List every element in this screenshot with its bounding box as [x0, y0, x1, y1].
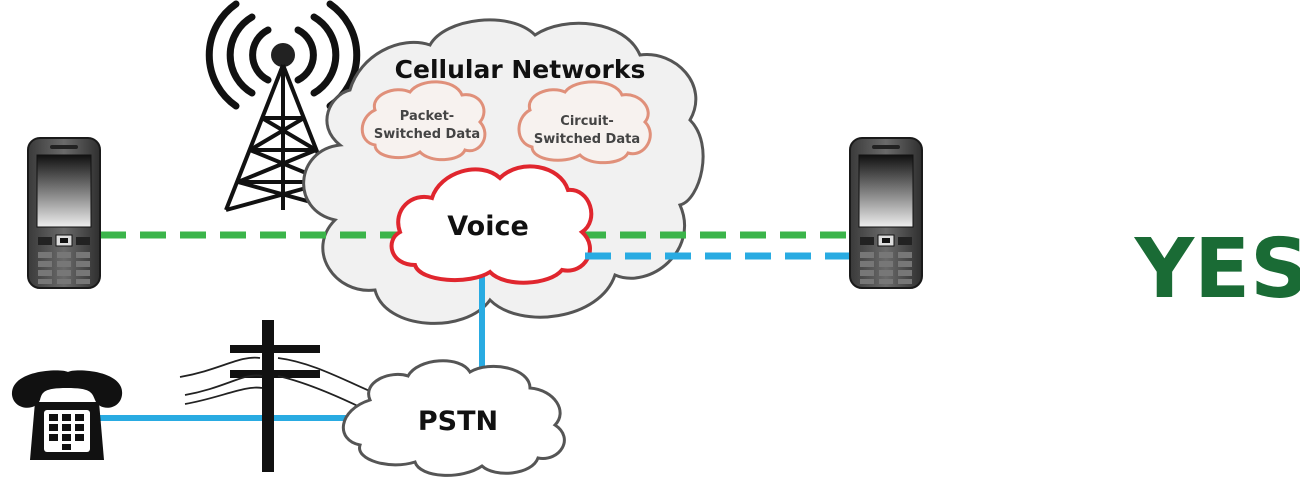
packet-switched-label-line2: Switched Data: [374, 127, 480, 142]
circuit-switched-label-line1: Circuit-: [560, 114, 613, 129]
cellular-networks-label: Cellular Networks: [395, 55, 646, 84]
utility-pole-icon: [179, 320, 373, 472]
pstn-cloud: [342, 359, 566, 477]
right-mobile-phone-icon: [849, 137, 923, 289]
pstn-label: PSTN: [418, 406, 498, 437]
voice-cloud: [389, 164, 594, 285]
left-mobile-phone-icon: [27, 137, 101, 289]
landline-phone-icon: [11, 370, 123, 460]
yes-label: YES: [1134, 222, 1300, 317]
circuit-switched-data-cloud: [517, 80, 652, 165]
voice-label: Voice: [447, 211, 529, 242]
packet-switched-data-cloud: [360, 80, 487, 162]
circuit-switched-label-line2: Switched Data: [534, 132, 640, 147]
packet-switched-label-line1: Packet-: [400, 109, 454, 124]
